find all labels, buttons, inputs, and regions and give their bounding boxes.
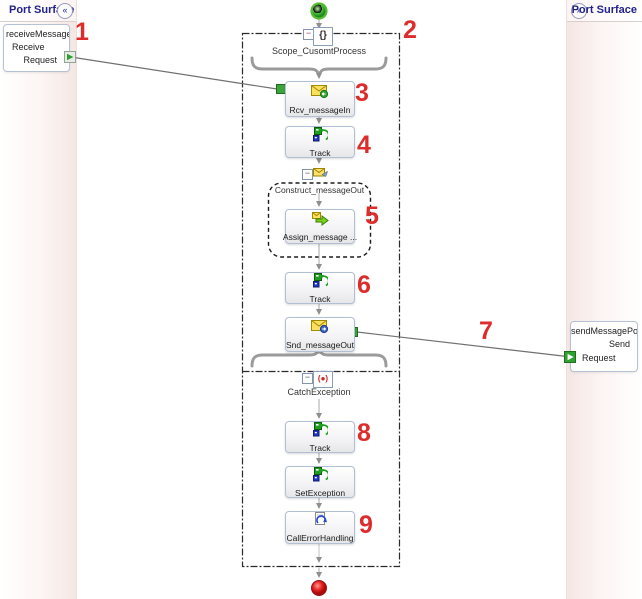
expression-icon [312, 466, 330, 487]
collapse-right-panel-icon[interactable]: » [571, 3, 587, 19]
send-port-request-label: Request [582, 353, 616, 363]
start-terminal-icon [310, 2, 328, 20]
send-port-connector-icon[interactable] [564, 351, 576, 363]
receive-port-request-label: Request [23, 55, 57, 65]
scope-icon[interactable]: {} [313, 27, 333, 46]
receive-message-icon [311, 84, 329, 104]
shape-track-1[interactable]: Track [285, 126, 355, 158]
catch-exception-label: CatchException [287, 387, 351, 397]
annotation-2: 2 [403, 16, 417, 44]
annotation-4: 4 [357, 131, 371, 159]
shape-label: Assign_message ... [282, 232, 358, 242]
expression-icon [312, 421, 330, 442]
catch-collapse-button[interactable]: − [302, 373, 313, 384]
right-port-surface-panel: » Port Surface [566, 0, 642, 599]
construct-collapse-button[interactable]: − [302, 169, 313, 180]
send-port-name: sendMessagePort [571, 326, 637, 336]
annotation-6: 6 [357, 271, 371, 299]
send-port[interactable]: sendMessagePort Send Request [564, 321, 638, 372]
scope-label: Scope_CusomtProcess [271, 46, 367, 56]
call-orchestration-icon [312, 512, 328, 532]
connector-send-line [356, 331, 568, 358]
annotation-1: 1 [75, 18, 89, 46]
shape-label: SetException [294, 487, 346, 498]
end-terminal-icon [311, 580, 327, 596]
connector-receive-line [73, 56, 278, 90]
left-port-surface-panel: Port Surface « [0, 0, 77, 599]
shape-label: Track [309, 293, 331, 304]
shape-label: Rcv_messageIn [289, 104, 351, 115]
shape-assign-message[interactable]: Assign_message ... [282, 209, 358, 244]
shape-set-exception[interactable]: SetException [285, 466, 355, 498]
construct-message-icon[interactable] [313, 166, 329, 184]
annotation-9: 9 [359, 511, 373, 539]
receive-port-name: receiveMessageP... [6, 29, 69, 39]
shape-label: Track [309, 442, 331, 453]
receive-port-operation: Receive [12, 42, 45, 52]
receive-port[interactable]: receiveMessageP... Receive Request [3, 24, 76, 72]
send-port-operation: Send [608, 339, 630, 349]
left-port-surface-header: Port Surface « [0, 0, 76, 22]
shape-track-3[interactable]: Track [285, 421, 355, 453]
construct-label: Construct_messageOut [274, 185, 365, 195]
annotation-7: 7 [479, 317, 493, 345]
message-assignment-icon [311, 211, 329, 231]
shape-call-error-handling[interactable]: CallErrorHandling [285, 511, 355, 544]
send-message-icon [311, 319, 329, 339]
catch-exception-icon[interactable]: (●) [313, 371, 333, 388]
collapse-left-panel-icon[interactable]: « [57, 3, 73, 19]
scope-open-brace [250, 56, 388, 80]
shape-track-2[interactable]: Track [285, 272, 355, 304]
shape-rcv-messagein[interactable]: Rcv_messageIn [285, 81, 355, 117]
right-port-surface-title: Port Surface [571, 4, 637, 16]
expression-icon [312, 126, 330, 147]
right-port-surface-header: » Port Surface [567, 0, 642, 22]
shape-label: Snd_messageOut [285, 340, 355, 350]
expression-icon [312, 272, 330, 293]
annotation-8: 8 [357, 419, 371, 447]
annotation-3: 3 [355, 79, 369, 107]
shape-label: CallErrorHandling [286, 533, 354, 543]
shape-label: Track [309, 147, 331, 158]
receive-port-connector-icon[interactable] [64, 51, 76, 63]
shape-snd-messageout[interactable]: Snd_messageOut [285, 317, 355, 352]
annotation-5: 5 [365, 202, 379, 230]
